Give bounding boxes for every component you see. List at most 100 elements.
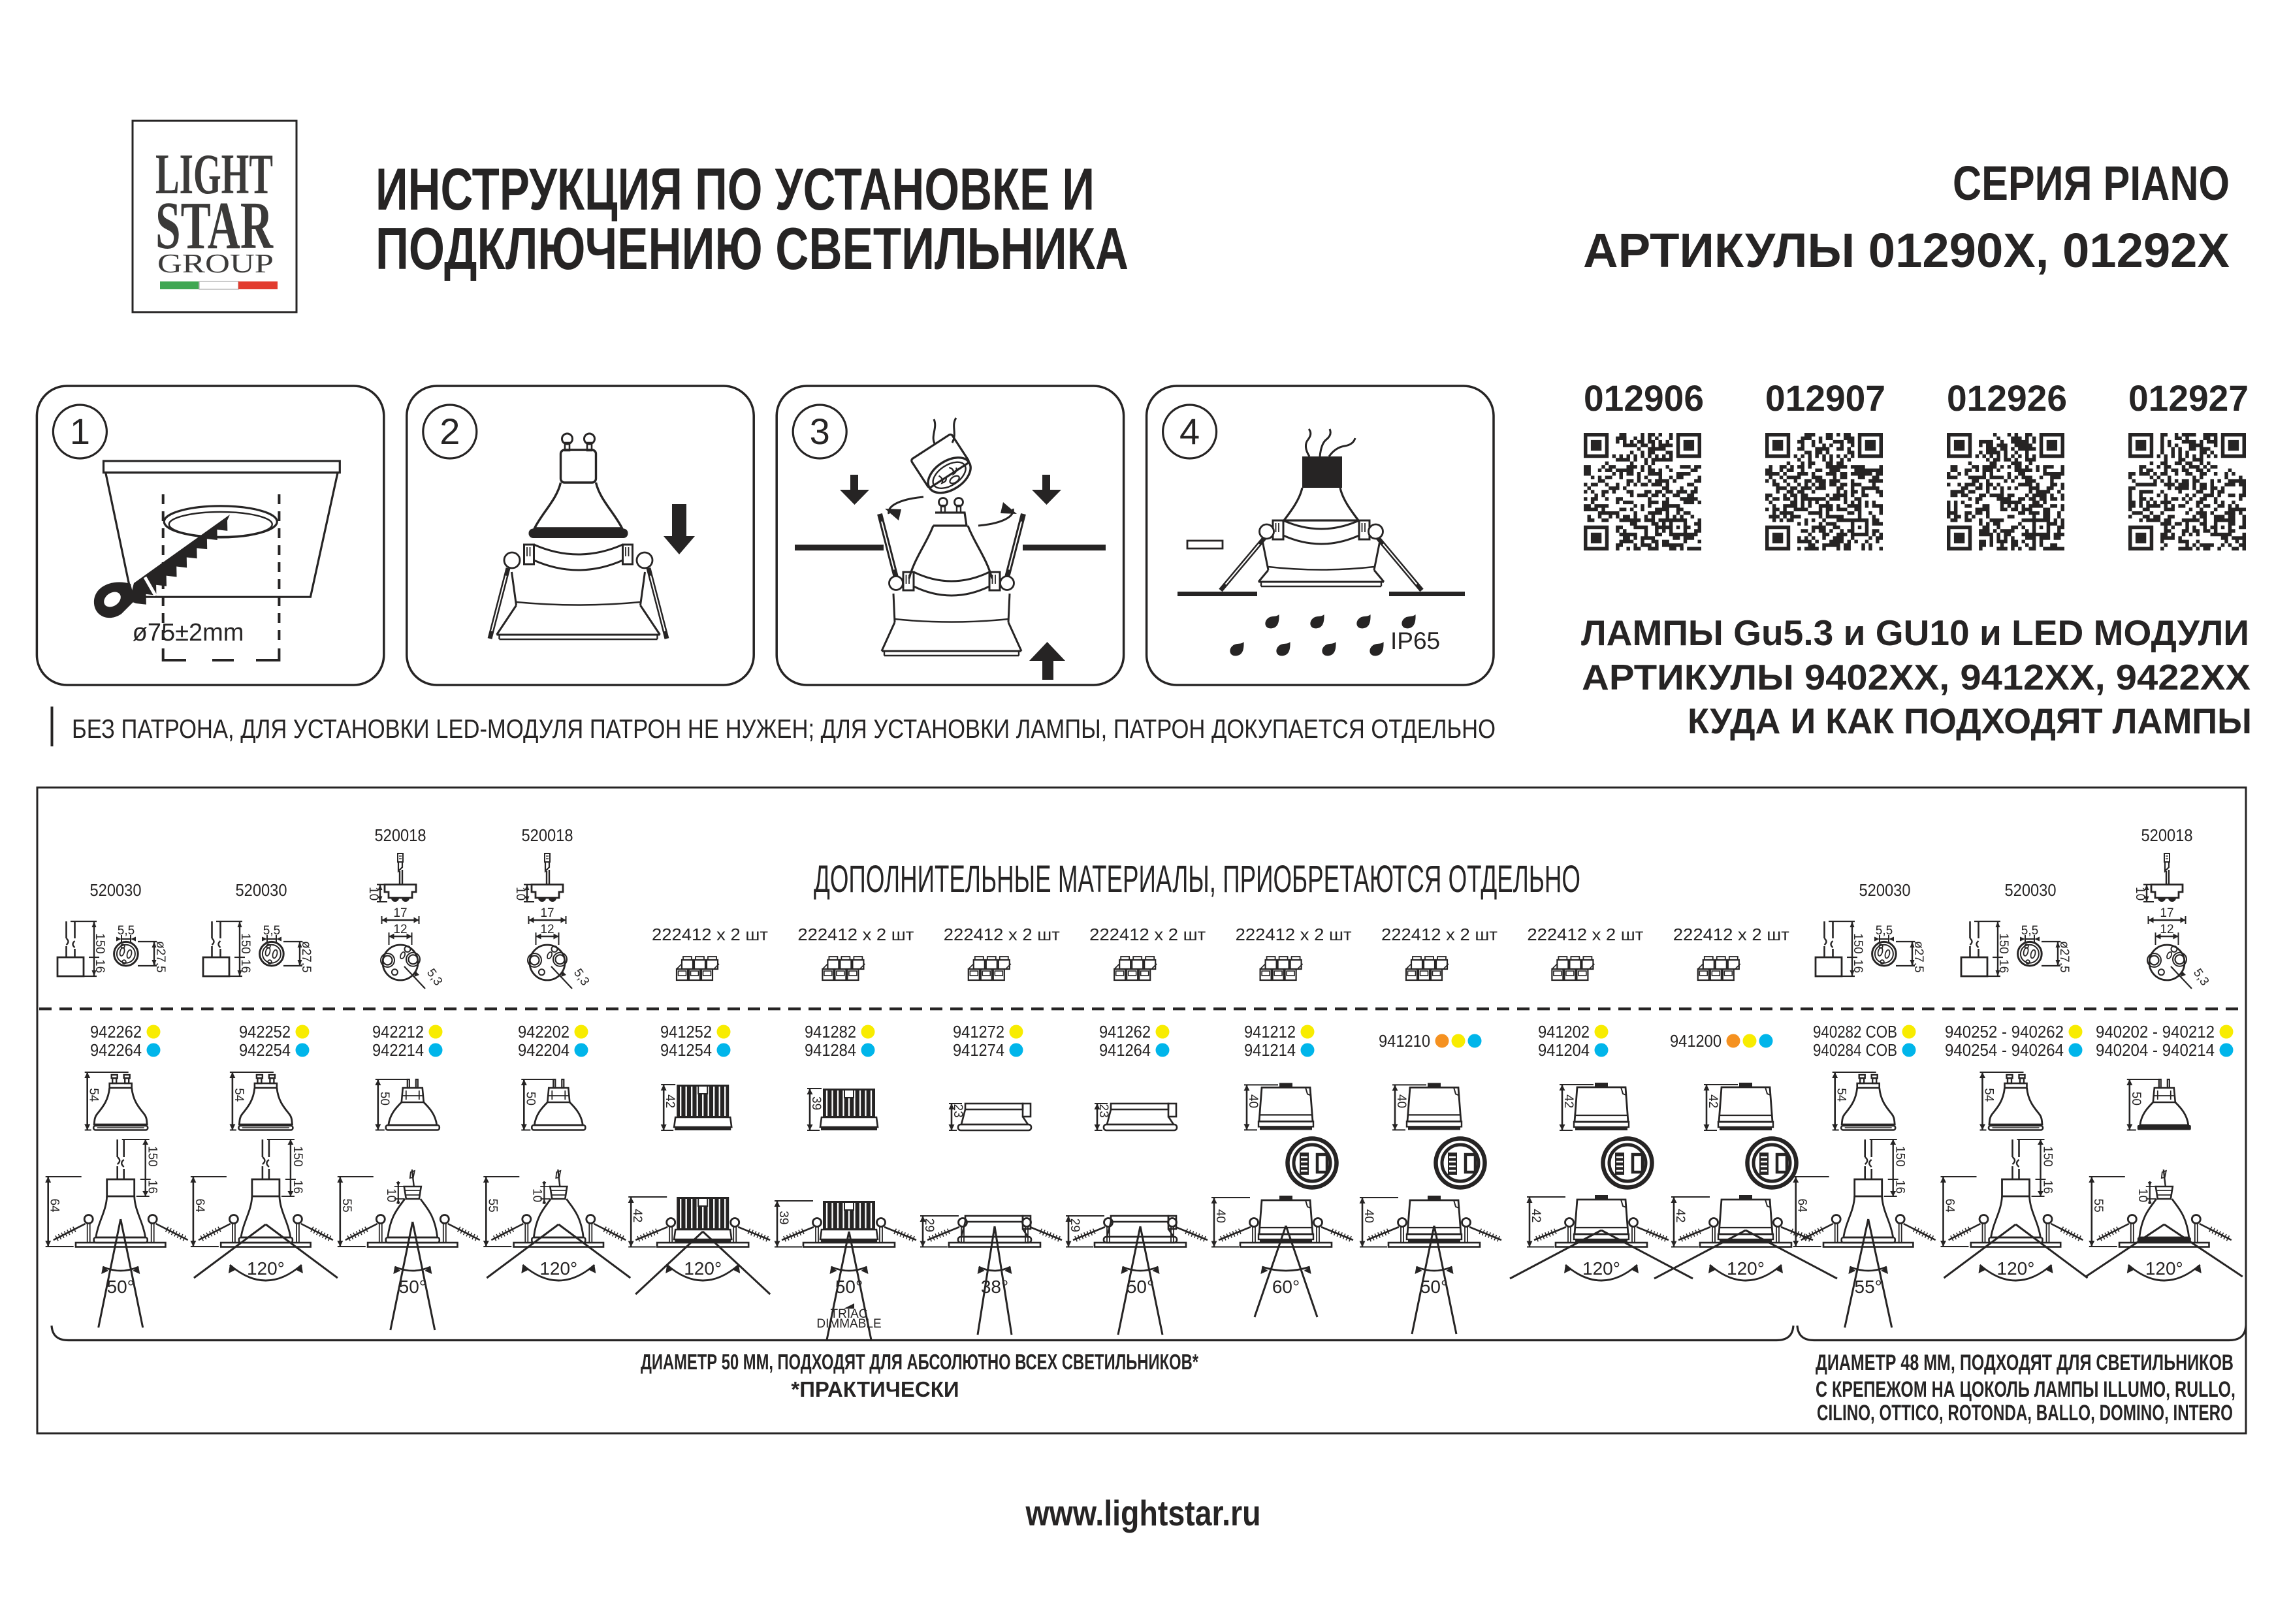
svg-text:222412 x 2 шт: 222412 x 2 шт	[1381, 925, 1498, 944]
svg-text:STAR: STAR	[155, 188, 274, 263]
svg-text:150: 150	[1893, 1146, 1907, 1167]
svg-text:50°: 50°	[107, 1277, 135, 1297]
svg-text:222412 x 2 шт: 222412 x 2 шт	[652, 925, 768, 944]
svg-text:12: 12	[540, 923, 554, 936]
svg-text:940254 - 940264: 940254 - 940264	[1945, 1040, 2064, 1060]
svg-text:1: 1	[70, 411, 90, 452]
svg-text:4: 4	[1179, 411, 1200, 452]
svg-text:ИНСТРУКЦИЯ ПО УСТАНОВКЕ И: ИНСТРУКЦИЯ ПО УСТАНОВКЕ И	[376, 157, 1095, 223]
svg-text:TRIAC: TRIAC	[831, 1307, 868, 1321]
svg-text:17: 17	[393, 906, 407, 920]
svg-text:120°: 120°	[247, 1258, 285, 1279]
svg-text:120°: 120°	[1582, 1258, 1620, 1279]
svg-text:50°: 50°	[1127, 1277, 1154, 1297]
svg-text:GROUP: GROUP	[157, 248, 274, 278]
svg-text:120°: 120°	[539, 1258, 577, 1279]
svg-text:150: 150	[93, 933, 106, 954]
svg-text:60°: 60°	[1272, 1277, 1300, 1297]
svg-text:39: 39	[777, 1211, 790, 1224]
svg-text:940202 - 940212: 940202 - 940212	[2096, 1022, 2215, 1042]
svg-text:КУДА И КАК ПОДХОДЯТ ЛАМПЫ: КУДА И КАК ПОДХОДЯТ ЛАМПЫ	[1688, 701, 2252, 741]
svg-text:50: 50	[2129, 1092, 2143, 1106]
svg-text:LIGHT: LIGHT	[155, 143, 273, 206]
svg-text:5,5: 5,5	[118, 924, 135, 938]
svg-text:520030: 520030	[90, 880, 142, 900]
svg-text:941264: 941264	[1099, 1040, 1151, 1060]
svg-text:42: 42	[1673, 1209, 1687, 1222]
svg-text:16: 16	[1851, 959, 1865, 973]
svg-text:940284 COB: 940284 COB	[1813, 1040, 1897, 1060]
svg-text:IP65: IP65	[1390, 628, 1440, 654]
svg-text:520018: 520018	[375, 825, 426, 845]
svg-text:42: 42	[630, 1209, 644, 1222]
svg-text:12: 12	[2160, 923, 2173, 936]
svg-text:942214: 942214	[372, 1040, 424, 1060]
svg-text:10: 10	[366, 887, 380, 900]
svg-text:3: 3	[810, 411, 830, 452]
svg-text:941200: 941200	[1670, 1031, 1722, 1051]
svg-text:54: 54	[1834, 1088, 1848, 1102]
svg-text:17: 17	[540, 906, 554, 920]
svg-text:150: 150	[1996, 933, 2010, 954]
svg-text:10: 10	[513, 887, 527, 900]
svg-text:50°: 50°	[835, 1277, 863, 1297]
svg-text:ø27,5: ø27,5	[153, 941, 167, 973]
svg-text:942264: 942264	[90, 1040, 142, 1060]
svg-text:941282: 941282	[805, 1022, 856, 1042]
svg-text:942254: 942254	[239, 1040, 291, 1060]
svg-text:23: 23	[951, 1104, 965, 1118]
svg-text:150: 150	[2041, 1146, 2055, 1167]
svg-text:10: 10	[2136, 1188, 2149, 1202]
svg-text:50: 50	[377, 1092, 391, 1106]
svg-text:16: 16	[238, 959, 252, 973]
svg-text:012927: 012927	[2128, 377, 2249, 419]
svg-text:АРТИКУЛЫ 01290X, 01292X: АРТИКУЛЫ 01290X, 01292X	[1583, 223, 2230, 278]
svg-text:941212: 941212	[1244, 1022, 1296, 1042]
svg-text:120°: 120°	[2145, 1258, 2183, 1279]
svg-text:120°: 120°	[1727, 1258, 1765, 1279]
svg-text:941204: 941204	[1538, 1040, 1590, 1060]
svg-text:941252: 941252	[660, 1022, 712, 1042]
svg-text:40: 40	[1394, 1094, 1408, 1108]
svg-text:942204: 942204	[518, 1040, 569, 1060]
svg-text:40: 40	[1362, 1209, 1375, 1223]
svg-text:942212: 942212	[372, 1022, 424, 1042]
svg-text:222412 x 2 шт: 222412 x 2 шт	[1089, 925, 1206, 944]
svg-text:150: 150	[238, 933, 252, 954]
svg-text:DIMMABLE: DIMMABLE	[816, 1317, 881, 1331]
svg-text:222412 x 2 шт: 222412 x 2 шт	[1673, 925, 1789, 944]
svg-text:40: 40	[1246, 1094, 1260, 1108]
svg-text:39: 39	[809, 1096, 823, 1110]
svg-text:40: 40	[1213, 1209, 1227, 1223]
svg-text:55°: 55°	[1855, 1277, 1882, 1297]
svg-text:64: 64	[48, 1199, 61, 1213]
svg-text:ЛАМПЫ Gu5.3 и GU10 и LED МОДУЛ: ЛАМПЫ Gu5.3 и GU10 и LED МОДУЛИ	[1581, 613, 2249, 653]
svg-text:940204 - 940214: 940204 - 940214	[2096, 1040, 2215, 1060]
svg-text:ДИАМЕТР 50 ММ, ПОДХОДЯТ ДЛЯ АБ: ДИАМЕТР 50 ММ, ПОДХОДЯТ ДЛЯ АБСОЛЮТНО ВС…	[641, 1350, 1198, 1374]
svg-text:520018: 520018	[522, 825, 573, 845]
svg-text:*ПРАКТИЧЕСКИ: *ПРАКТИЧЕСКИ	[791, 1377, 959, 1401]
svg-text:941254: 941254	[660, 1040, 712, 1060]
svg-text:ø27,5: ø27,5	[2057, 941, 2071, 973]
svg-text:ПОДКЛЮЧЕНИЮ СВЕТИЛЬНИКА: ПОДКЛЮЧЕНИЮ СВЕТИЛЬНИКА	[376, 216, 1129, 282]
svg-text:941202: 941202	[1538, 1022, 1590, 1042]
svg-text:012926: 012926	[1947, 377, 2067, 419]
svg-text:150: 150	[1851, 933, 1865, 954]
svg-text:520030: 520030	[236, 880, 287, 900]
svg-text:42: 42	[1562, 1094, 1575, 1108]
svg-text:16: 16	[93, 959, 106, 973]
svg-text:СЕРИЯ PIANO: СЕРИЯ PIANO	[1953, 156, 2230, 210]
svg-text:16: 16	[1893, 1180, 1907, 1194]
svg-text:940282 COB: 940282 COB	[1813, 1022, 1897, 1042]
svg-text:012906: 012906	[1584, 377, 1704, 419]
svg-text:150: 150	[146, 1146, 159, 1167]
svg-text:941274: 941274	[953, 1040, 1004, 1060]
svg-text:54: 54	[1982, 1088, 1996, 1102]
svg-text:38°: 38°	[981, 1277, 1008, 1297]
svg-text:16: 16	[291, 1180, 304, 1194]
svg-text:10: 10	[2133, 887, 2147, 900]
svg-text:50: 50	[523, 1092, 537, 1106]
svg-text:CILINO, OTTICO, ROTONDA, BALLO: CILINO, OTTICO, ROTONDA, BALLO, DOMINO, …	[1817, 1401, 2233, 1425]
svg-text:520030: 520030	[1859, 880, 1911, 900]
svg-text:55: 55	[2091, 1199, 2105, 1213]
